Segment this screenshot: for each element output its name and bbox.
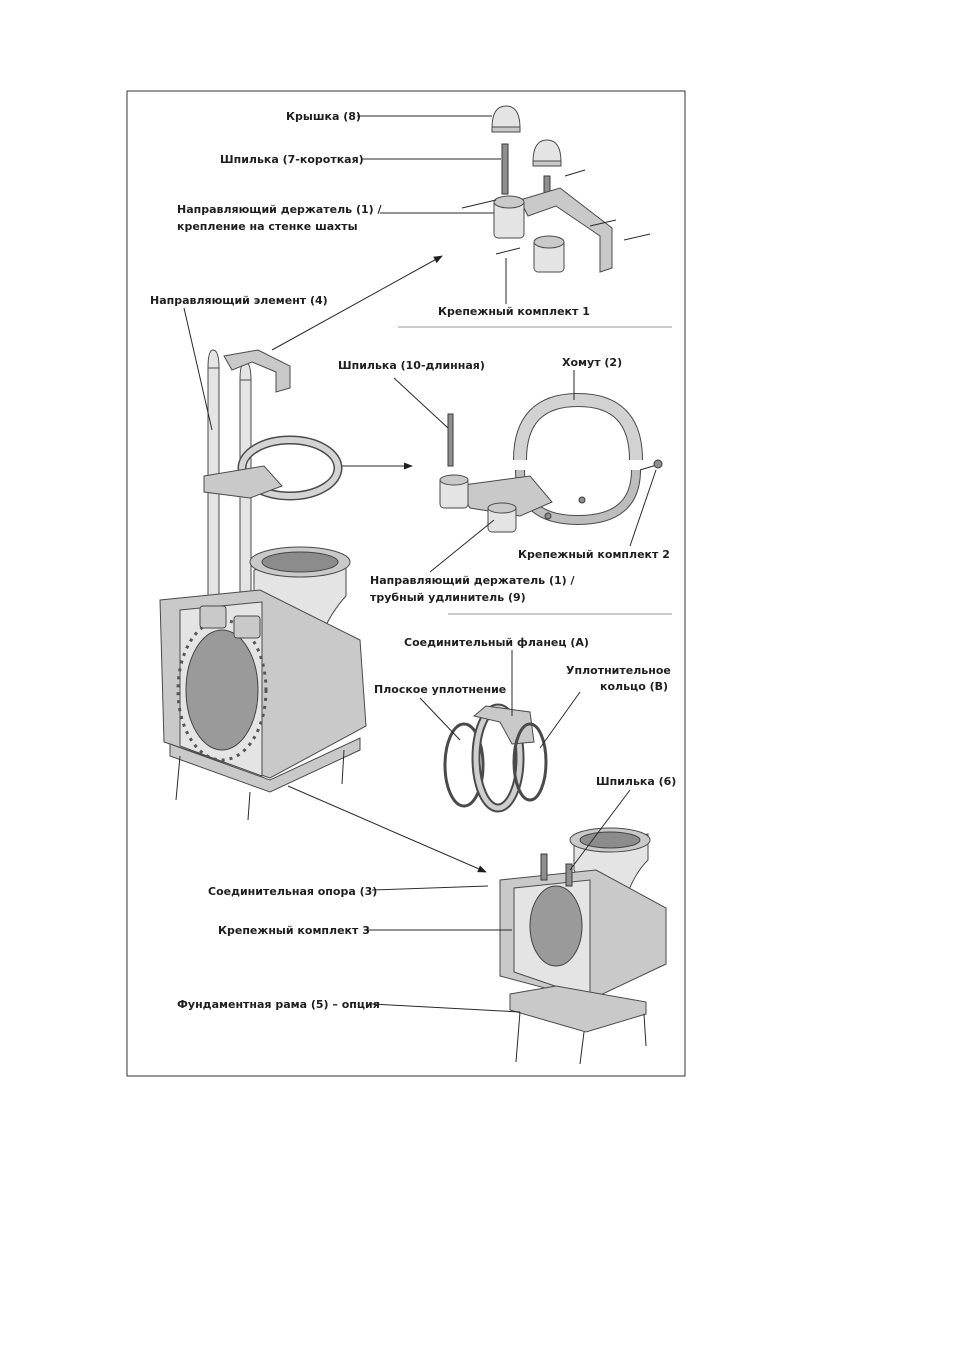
stud-long bbox=[447, 413, 454, 467]
label-clamp: Хомут (2) bbox=[562, 356, 622, 369]
full-assembly bbox=[159, 349, 367, 821]
main-flange-opening bbox=[185, 629, 259, 751]
label-stud-long: Шпилька (10-длинная) bbox=[338, 359, 485, 372]
clamp-detail bbox=[439, 392, 663, 533]
top-wall-bracket bbox=[223, 349, 291, 393]
label-cover: Крышка (8) bbox=[286, 110, 361, 123]
connecting-support-detail bbox=[499, 827, 667, 1065]
label-fastening-kit-2: Крепежный комплект 2 bbox=[518, 548, 670, 561]
wall-holder-detail bbox=[461, 105, 651, 273]
sealing-ring-b bbox=[512, 722, 548, 802]
cover-cap-1 bbox=[491, 105, 521, 129]
label-sealing-ring-line-1: Уплотнительное bbox=[566, 664, 671, 677]
label-guide-holder-pipe-line-1: Направляющий держатель (1) / bbox=[370, 574, 576, 587]
label-sealing-ring-line-2: кольцо (B) bbox=[600, 680, 668, 693]
label-connecting-flange: Соединительный фланец (A) bbox=[404, 636, 589, 649]
label-fastening-kit-1: Крепежный комплект 1 bbox=[438, 305, 590, 318]
label-guide-element: Направляющий элемент (4) bbox=[150, 294, 328, 307]
label-connecting-support: Соединительная опора (3) bbox=[208, 885, 377, 898]
stud-short bbox=[501, 143, 509, 195]
flat-seal-ring bbox=[443, 722, 485, 808]
flange-detail bbox=[443, 703, 548, 813]
arrow-to-wall-holder bbox=[271, 255, 443, 351]
wall-bracket-plate bbox=[519, 187, 613, 273]
label-fastening-kit-3: Крепежный комплект 3 bbox=[218, 924, 370, 937]
foundation-frame bbox=[509, 985, 647, 1033]
stud-6-b bbox=[565, 863, 573, 887]
arrow-to-support bbox=[287, 785, 487, 873]
support-opening bbox=[529, 885, 583, 967]
cover-cap-2 bbox=[532, 139, 562, 163]
label-stud-6: Шпилька (6) bbox=[596, 775, 676, 788]
label-guide-holder-wall-line-1: Направляющий держатель (1) / bbox=[177, 203, 383, 216]
label-guide-holder-wall-line-2: крепление на стенке шахты bbox=[177, 220, 358, 233]
stud-6-a bbox=[540, 853, 548, 881]
label-guide-holder-pipe-line-2: трубный удлинитель (9) bbox=[370, 591, 526, 604]
label-foundation-frame: Фундаментная рама (5) – опция bbox=[177, 998, 380, 1011]
label-flat-seal: Плоское уплотнение bbox=[374, 683, 506, 696]
label-stud-short: Шпилька (7-короткая) bbox=[220, 153, 364, 166]
